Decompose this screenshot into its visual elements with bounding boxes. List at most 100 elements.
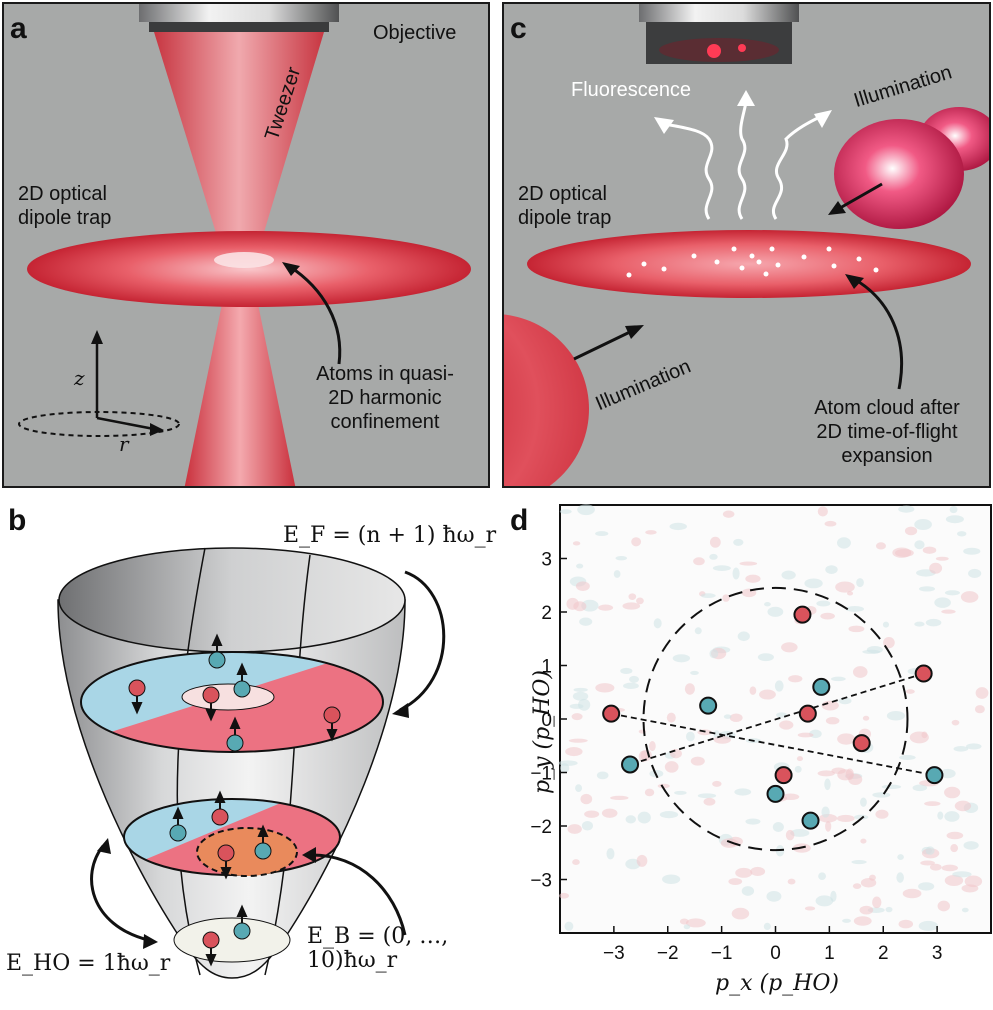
noise-blob xyxy=(922,546,937,554)
binding-energy-label: E_B = (0, …, 10)ħω_r xyxy=(307,924,449,973)
panel-a-illustration xyxy=(18,4,471,486)
noise-blob xyxy=(944,874,964,887)
noise-blob xyxy=(709,649,719,659)
noise-blob xyxy=(623,682,639,689)
x-tick-label: 1 xyxy=(824,943,835,964)
noise-blob xyxy=(944,786,961,799)
noise-blob xyxy=(575,581,590,591)
noise-blob xyxy=(853,814,869,820)
noise-blob xyxy=(693,557,705,566)
noise-blob xyxy=(937,900,951,912)
noise-blob xyxy=(952,871,972,878)
trap-label-a: 2D optical dipole trap xyxy=(18,183,112,229)
noise-blob xyxy=(670,748,682,759)
fluorescence-label: Fluorescence xyxy=(571,79,692,101)
noise-blob xyxy=(894,548,914,557)
noise-blob xyxy=(883,637,895,649)
fermi-circle xyxy=(642,586,909,852)
noise-blob xyxy=(690,670,699,675)
noise-blob xyxy=(837,733,856,745)
noise-blob xyxy=(975,687,989,699)
eb-arrow xyxy=(302,847,316,863)
noise-blob xyxy=(741,886,755,896)
noise-blob xyxy=(662,874,681,884)
noise-blob xyxy=(723,714,732,719)
noise-blob xyxy=(909,731,929,744)
spin-down-point xyxy=(925,766,944,785)
noise-blob xyxy=(745,574,761,583)
noise-blob xyxy=(657,783,670,789)
noise-blob xyxy=(712,780,722,787)
r-axis-label: r xyxy=(119,432,129,456)
noise-blob xyxy=(640,749,652,761)
noise-blob xyxy=(862,715,870,721)
noise-blob xyxy=(781,642,798,653)
noise-blob xyxy=(644,788,655,797)
spin-up-point xyxy=(774,766,793,785)
x-axis-label: p_x (p_HO) xyxy=(715,971,839,996)
atom-dots xyxy=(626,246,879,278)
noise-blob xyxy=(821,806,830,818)
lower-beam xyxy=(184,304,296,486)
illumination-source-left xyxy=(504,314,589,486)
noise-blob xyxy=(898,505,915,513)
noise-blob xyxy=(825,821,832,832)
spin-up-point xyxy=(793,605,812,624)
x-tick-label: 3 xyxy=(932,943,943,964)
noise-blob xyxy=(595,683,615,693)
noise-blob xyxy=(831,767,846,774)
noise-blob xyxy=(669,522,687,531)
noise-blob xyxy=(929,863,942,871)
spin-down-point xyxy=(766,784,785,803)
spin-up-point xyxy=(914,664,933,683)
noise-blob xyxy=(875,809,889,819)
noise-blob xyxy=(573,687,588,692)
noise-blob xyxy=(954,800,972,812)
noise-blob xyxy=(787,878,796,885)
noise-blob xyxy=(818,872,827,880)
noise-blob xyxy=(683,924,691,930)
noise-blob xyxy=(653,618,662,629)
noise-blob xyxy=(821,700,839,711)
noise-blob xyxy=(902,888,922,899)
noise-blob xyxy=(966,743,982,750)
noise-blob xyxy=(944,590,960,596)
objective-lens xyxy=(139,4,339,22)
noise-blob xyxy=(735,867,753,878)
noise-blob xyxy=(739,561,758,566)
noise-blob xyxy=(846,591,854,596)
noise-blob xyxy=(615,555,628,561)
noise-blob xyxy=(852,666,868,678)
noise-blob xyxy=(729,713,743,722)
z-axis-arrow xyxy=(91,330,103,344)
noise-blob xyxy=(872,896,882,909)
objective-label: Objective xyxy=(373,22,457,44)
spin-up-point xyxy=(798,704,817,723)
noise-blob xyxy=(572,859,580,866)
pair-line xyxy=(611,712,935,777)
spin-down-point xyxy=(801,811,820,830)
noise-blob xyxy=(732,567,740,580)
noise-blob xyxy=(842,918,851,923)
spin-down-point xyxy=(621,755,640,774)
noise-blob xyxy=(963,547,981,555)
noise-blob xyxy=(881,784,902,789)
objective-lens-c xyxy=(639,4,799,22)
noise-blob xyxy=(685,918,706,928)
noise-blob xyxy=(918,882,935,891)
noise-blob xyxy=(860,838,867,844)
noise-blob xyxy=(781,570,796,580)
noise-blob xyxy=(712,565,731,571)
noise-blob xyxy=(836,814,855,823)
y-axis-label: p_y (p_HO) xyxy=(530,670,555,794)
panel-a-label: a xyxy=(10,12,27,45)
noise-blob xyxy=(572,691,589,701)
noise-blob xyxy=(852,883,862,889)
tweezer-beam xyxy=(154,32,324,259)
x-tick-label: −1 xyxy=(711,943,733,964)
noise-blob xyxy=(703,797,716,806)
noise-blob xyxy=(859,905,874,915)
noise-blob xyxy=(722,510,735,518)
noise-blob xyxy=(720,838,738,848)
noise-blob xyxy=(961,907,969,913)
